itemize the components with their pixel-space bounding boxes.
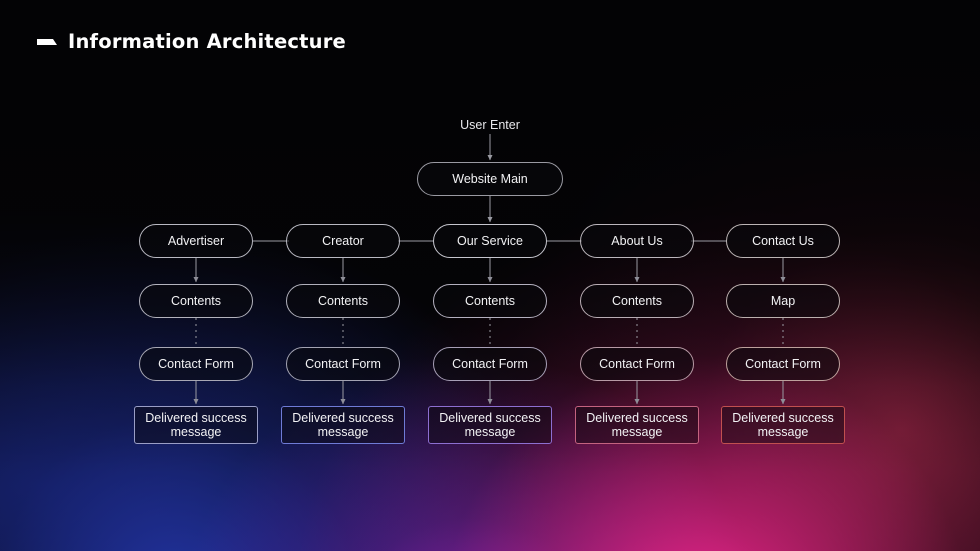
- node-section-our-service[interactable]: Our Service: [433, 224, 547, 258]
- flag-icon: [37, 38, 57, 45]
- node-contents-about-us[interactable]: Contents: [580, 284, 694, 318]
- node-contact-form-about-us[interactable]: Contact Form: [580, 347, 694, 381]
- user-enter-label: User Enter: [460, 118, 520, 132]
- node-contact-form-advertiser[interactable]: Contact Form: [139, 347, 253, 381]
- node-delivered-our-service[interactable]: Delivered success message: [428, 406, 552, 444]
- node-contact-form-our-service[interactable]: Contact Form: [433, 347, 547, 381]
- node-contact-form-creator[interactable]: Contact Form: [286, 347, 400, 381]
- node-delivered-creator[interactable]: Delivered success message: [281, 406, 405, 444]
- node-contact-form-contact-us[interactable]: Contact Form: [726, 347, 840, 381]
- node-website-main[interactable]: Website Main: [417, 162, 563, 196]
- node-contents-creator[interactable]: Contents: [286, 284, 400, 318]
- node-delivered-advertiser[interactable]: Delivered success message: [134, 406, 258, 444]
- node-map-contact-us[interactable]: Map: [726, 284, 840, 318]
- node-section-advertiser[interactable]: Advertiser: [139, 224, 253, 258]
- node-contents-advertiser[interactable]: Contents: [139, 284, 253, 318]
- node-section-contact-us[interactable]: Contact Us: [726, 224, 840, 258]
- node-section-about-us[interactable]: About Us: [580, 224, 694, 258]
- node-contents-our-service[interactable]: Contents: [433, 284, 547, 318]
- node-delivered-contact-us[interactable]: Delivered success message: [721, 406, 845, 444]
- page-header: Information Architecture: [36, 30, 346, 53]
- node-delivered-about-us[interactable]: Delivered success message: [575, 406, 699, 444]
- node-section-creator[interactable]: Creator: [286, 224, 400, 258]
- page-title: Information Architecture: [68, 30, 346, 53]
